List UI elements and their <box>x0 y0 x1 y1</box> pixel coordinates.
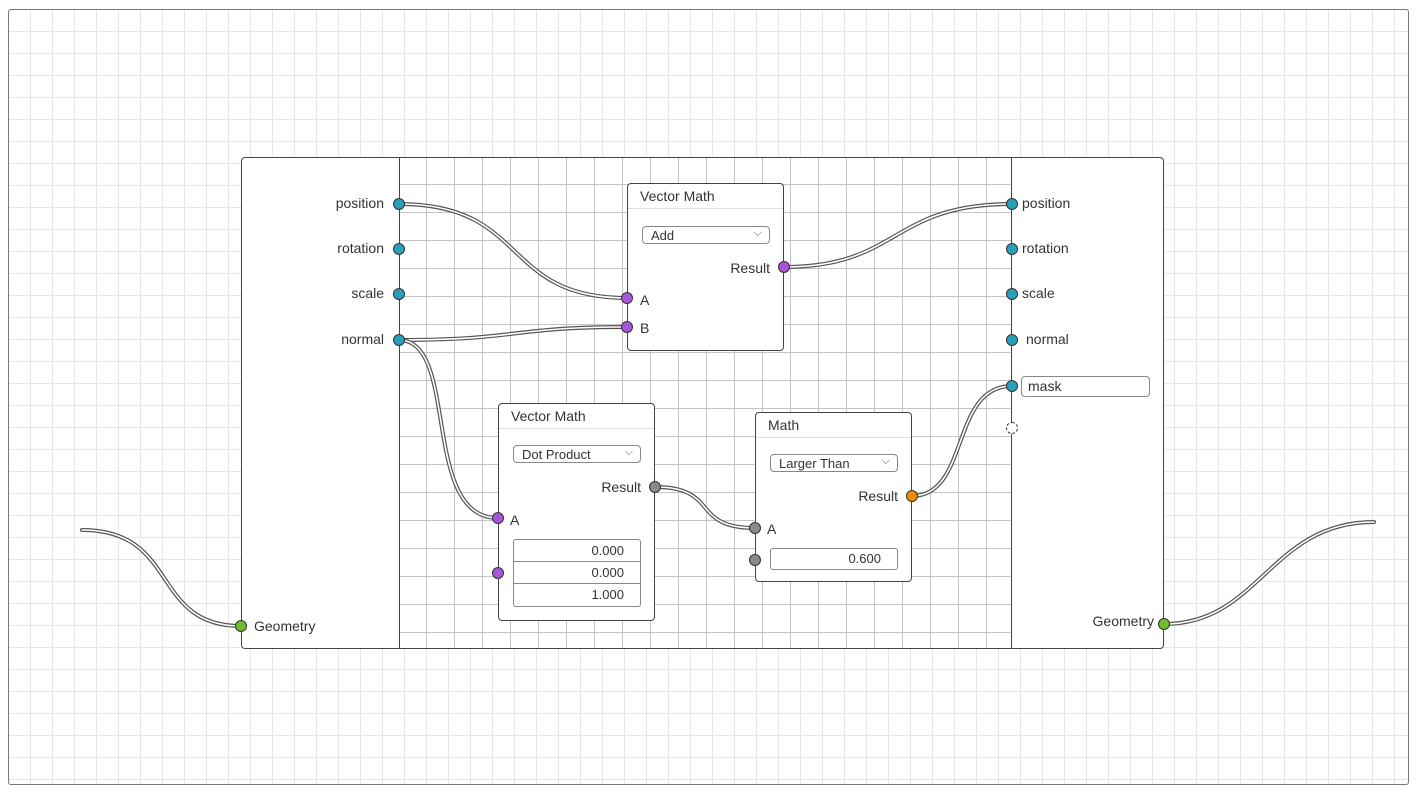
group-output-position-label: position <box>1022 195 1071 211</box>
socket-add-result[interactable] <box>778 261 790 273</box>
result-label: Result <box>858 488 898 504</box>
result-label: Result <box>730 260 770 276</box>
chevron-down-icon: ⌵ <box>624 446 633 458</box>
node-divider <box>756 437 911 438</box>
input-b-label: B <box>640 320 650 336</box>
math-larger-than-node[interactable]: Math Larger Than ⌵ Result A 0.600 <box>755 412 912 582</box>
group-output-geometry-label: Geometry <box>1092 613 1154 629</box>
threshold-value-field[interactable]: 0.600 <box>770 548 898 570</box>
socket-input-scale[interactable] <box>393 288 405 300</box>
group-input-rotation-label: rotation <box>337 240 384 256</box>
socket-dot-input-a[interactable] <box>492 512 504 524</box>
node-title: Math <box>768 417 800 433</box>
node-divider <box>499 428 654 429</box>
socket-output-mask[interactable] <box>1006 380 1018 392</box>
node-divider <box>628 208 783 209</box>
operation-dropdown[interactable]: Dot Product ⌵ <box>513 445 641 463</box>
group-input-position-label: position <box>335 195 384 211</box>
input-a-label: A <box>510 512 520 528</box>
node-title: Vector Math <box>640 188 715 204</box>
group-output-rotation-label: rotation <box>1022 240 1069 256</box>
vector-z-field[interactable]: 1.000 <box>591 587 624 602</box>
dropdown-value: Dot Product <box>522 447 591 462</box>
vector-b-input[interactable]: 0.000 0.000 1.000 <box>513 539 641 607</box>
operation-dropdown[interactable]: Larger Than ⌵ <box>770 454 898 472</box>
node-title: Vector Math <box>511 408 586 424</box>
socket-dot-result[interactable] <box>649 481 661 493</box>
result-label: Result <box>601 479 641 495</box>
vector-math-add-node[interactable]: Vector Math Add ⌵ Result A B <box>627 183 784 351</box>
socket-input-position[interactable] <box>393 198 405 210</box>
group-output-scale-label: scale <box>1022 285 1055 301</box>
input-a-label: A <box>640 292 650 308</box>
vector-x-field[interactable]: 0.000 <box>514 540 640 562</box>
operation-dropdown[interactable]: Add ⌵ <box>642 226 770 244</box>
chevron-down-icon: ⌵ <box>881 455 890 467</box>
dropdown-value: Larger Than <box>779 456 850 471</box>
group-output-normal-label: normal <box>1026 331 1069 347</box>
socket-add-input-a[interactable] <box>621 292 633 304</box>
group-input-scale-label: scale <box>351 285 384 301</box>
input-a-label: A <box>767 521 777 537</box>
socket-add-input-b[interactable] <box>621 321 633 333</box>
socket-output-normal[interactable] <box>1006 334 1018 346</box>
socket-output-empty[interactable] <box>1006 422 1018 434</box>
vector-math-dot-node[interactable]: Vector Math Dot Product ⌵ Result A 0.000… <box>498 403 655 621</box>
socket-output-scale[interactable] <box>1006 288 1018 300</box>
socket-math-input-b[interactable] <box>749 554 761 566</box>
socket-input-normal[interactable] <box>393 334 405 346</box>
dropdown-value: Add <box>651 228 675 243</box>
group-input-normal-label: normal <box>341 331 384 347</box>
socket-math-input-a[interactable] <box>749 522 761 534</box>
socket-dot-input-b[interactable] <box>492 567 504 579</box>
socket-input-rotation[interactable] <box>393 243 405 255</box>
socket-input-geometry[interactable] <box>235 620 247 632</box>
socket-output-geometry[interactable] <box>1158 618 1170 630</box>
mask-name-field[interactable]: mask <box>1021 376 1150 397</box>
group-input-geometry-label: Geometry <box>254 618 316 634</box>
vector-y-field[interactable]: 0.000 <box>514 562 640 584</box>
socket-output-rotation[interactable] <box>1006 243 1018 255</box>
socket-output-position[interactable] <box>1006 198 1018 210</box>
socket-math-result[interactable] <box>906 490 918 502</box>
chevron-down-icon: ⌵ <box>753 227 762 239</box>
